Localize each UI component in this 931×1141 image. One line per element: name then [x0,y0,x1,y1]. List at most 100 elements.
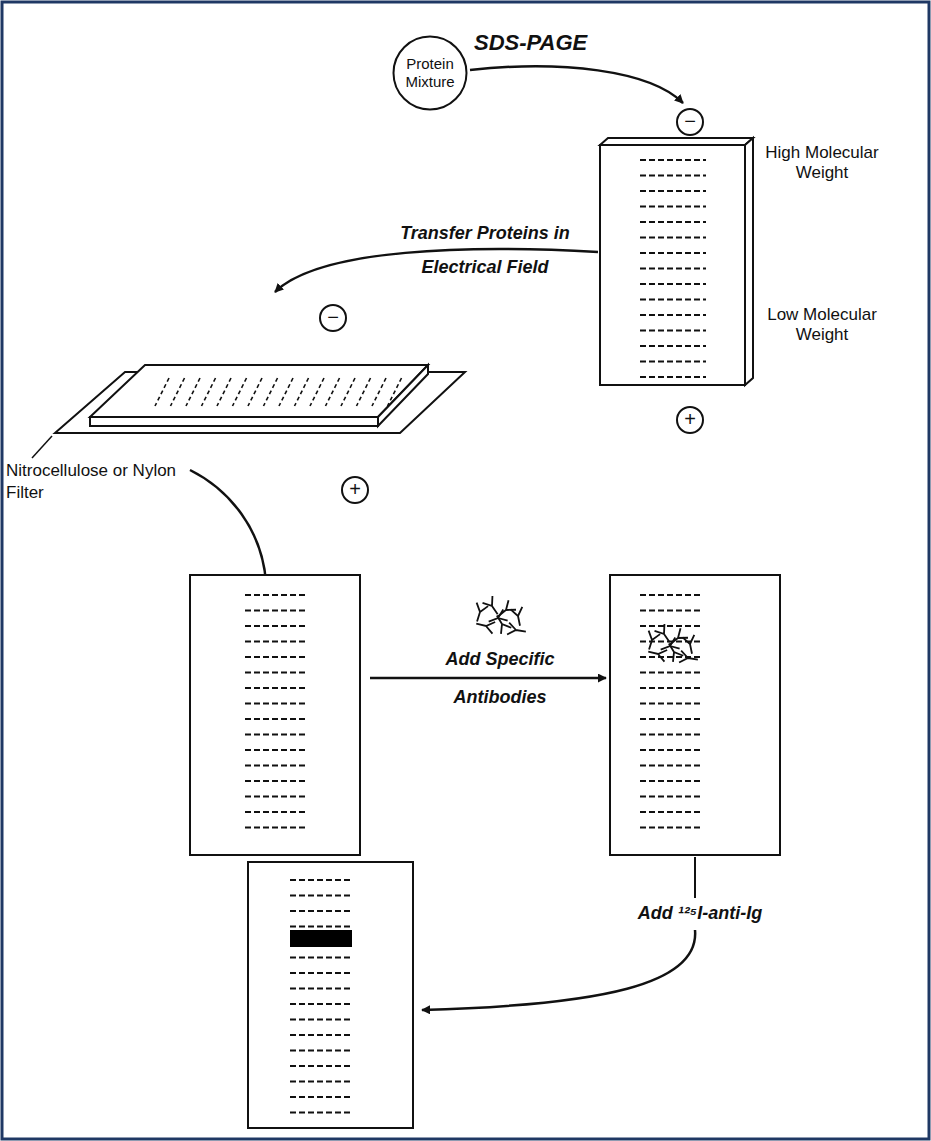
flow-arrow [470,66,683,103]
band-stroke [295,378,309,406]
protein-bands [640,160,706,377]
band-stroke [640,703,700,705]
band-stroke [279,378,293,406]
flow-arrow [190,470,266,582]
antibody-symbol [683,635,698,655]
band-stroke [290,972,352,974]
band-stroke [640,749,700,751]
protein-bands [155,378,402,406]
band-stroke [248,378,262,406]
band-stroke [245,796,306,798]
connector-line [694,857,696,898]
band-stroke [640,175,706,177]
detected-band [290,930,352,947]
band-stroke [290,910,352,912]
blot-filter [610,575,780,855]
band-stroke [245,610,306,612]
electrode-circle [677,407,703,433]
antibody-symbol [487,610,508,628]
band-stroke [640,376,706,378]
band-stroke [290,1034,352,1036]
band-stroke [245,625,306,627]
gel-slab [600,138,753,385]
band-stroke [290,1096,352,1098]
antibody-symbol [659,638,680,656]
band-stroke [640,314,706,316]
sample-circle: Protein Mixture [392,35,468,111]
band-stroke [290,1081,352,1083]
antibody-symbol [492,612,512,634]
protein-bands [640,595,700,828]
band-stroke [290,1112,352,1114]
blot-filter [248,862,413,1128]
band-stroke [341,378,355,406]
axis-label: High Molecular Weight [762,143,882,183]
band-stroke [245,734,306,736]
band-stroke [640,299,706,301]
band-stroke [233,378,247,406]
band-stroke [245,687,306,689]
step-title: SDS-PAGE [474,30,614,56]
antibody-cluster [471,596,527,638]
step-label: Add ¹²⁵I-anti-Ig [615,902,785,924]
band-stroke [264,378,278,406]
band-stroke [245,718,306,720]
node-text: Protein Mixture [397,55,463,91]
band-stroke [290,879,352,881]
flow-arrow [370,677,606,680]
band-stroke [640,827,700,829]
band-stroke [171,378,185,406]
band-stroke [186,378,200,406]
antibody-symbol [511,607,526,627]
electrode-circle [320,305,346,331]
band-stroke [290,926,352,928]
band-stroke [290,1065,352,1067]
band-stroke [640,252,706,254]
band-stroke [290,988,352,990]
band-stroke [640,361,706,363]
band-stroke [245,672,306,674]
band-stroke [245,827,306,829]
band-stroke [290,1050,352,1052]
band-stroke [640,765,700,767]
band-stroke [640,159,706,161]
band-stroke [640,268,706,270]
band-stroke [290,1003,352,1005]
axis-label: Low Molecular Weight [762,305,882,345]
antibody-symbol [679,651,699,666]
band-stroke [245,703,306,705]
band-stroke [245,765,306,767]
band-stroke [245,749,306,751]
band-stroke [640,283,706,285]
electrode-sign: − [677,110,703,132]
band-stroke [245,780,306,782]
part-label: Nitrocellulose or Nylon Filter [6,460,196,504]
antibody-symbol [643,631,660,652]
band-stroke [155,378,169,406]
antibody-cluster [643,624,699,666]
band-stroke [640,190,706,192]
band-stroke [217,378,231,406]
band-stroke [640,610,700,612]
band-stroke [326,378,340,406]
band-stroke [245,811,306,813]
blot-filter [190,575,360,855]
band-stroke [640,237,706,239]
band-stroke [290,957,352,959]
antibody-symbol [664,640,684,662]
flow-arrow [422,930,695,1010]
band-stroke [202,378,216,406]
step-label: Add Specific Antibodies [410,640,590,716]
band-stroke [640,734,700,736]
band-stroke [640,780,700,782]
step-label: Transfer Proteins in Electrical Field [380,216,590,284]
antibody-symbol [471,603,488,624]
band-stroke [640,221,706,223]
electrode-circle [677,109,703,135]
electrode-circle [342,477,368,503]
band-stroke [640,687,700,689]
band-stroke [310,378,324,406]
band-stroke [372,378,386,406]
